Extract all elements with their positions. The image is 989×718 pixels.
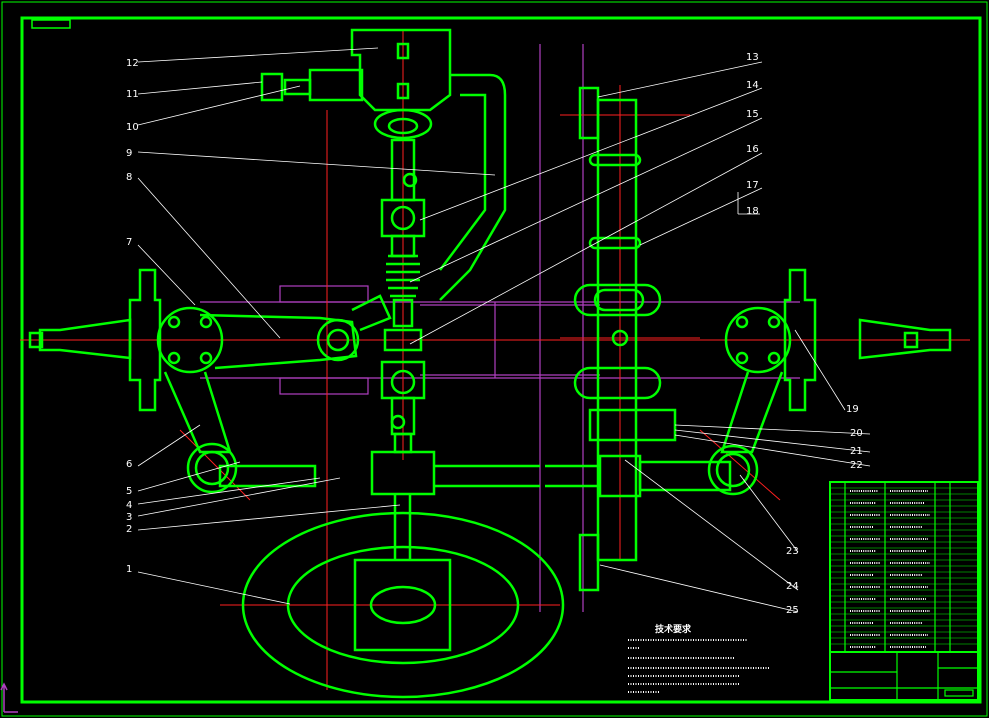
drawing-border <box>20 16 982 704</box>
callout-18: 18 <box>746 206 759 217</box>
callout-11: 11 <box>126 89 139 100</box>
callout-15: 15 <box>746 109 759 120</box>
callout-25: 25 <box>786 605 799 616</box>
ucs-icon <box>0 682 18 713</box>
callout-22: 22 <box>850 460 863 471</box>
callout-21: 21 <box>850 446 863 457</box>
title-block <box>829 481 979 701</box>
callout-8: 8 <box>126 172 132 183</box>
notes-lines <box>628 639 770 693</box>
callout-5: 5 <box>126 486 132 497</box>
callout-23: 23 <box>786 546 799 557</box>
callout-13: 13 <box>746 52 759 63</box>
callout-6: 6 <box>126 459 132 470</box>
callout-16: 16 <box>746 144 759 155</box>
callout-20: 20 <box>850 428 863 439</box>
callout-14: 14 <box>746 80 759 91</box>
callout-7: 7 <box>126 237 132 248</box>
steering-assembly <box>28 28 952 699</box>
callout-24: 24 <box>786 581 799 592</box>
callout-1: 1 <box>126 564 132 575</box>
parts-list-rows <box>830 487 978 645</box>
callout-4: 4 <box>126 500 132 511</box>
notes-title: 技术要求 <box>655 623 692 635</box>
callout-19: 19 <box>846 404 859 415</box>
callout-17: 17 <box>746 180 759 191</box>
callout-labels: 12 11 10 9 8 7 6 5 4 3 2 1 13 14 15 16 1… <box>126 52 863 616</box>
leader-lines <box>137 47 871 613</box>
corner-tag <box>31 19 71 29</box>
callout-12: 12 <box>126 58 139 69</box>
callout-9: 9 <box>126 148 132 159</box>
callout-10: 10 <box>126 122 139 133</box>
callout-2: 2 <box>126 524 132 535</box>
callout-3: 3 <box>126 512 132 523</box>
hidden-lines <box>200 44 800 612</box>
parts-list-text <box>850 490 930 648</box>
